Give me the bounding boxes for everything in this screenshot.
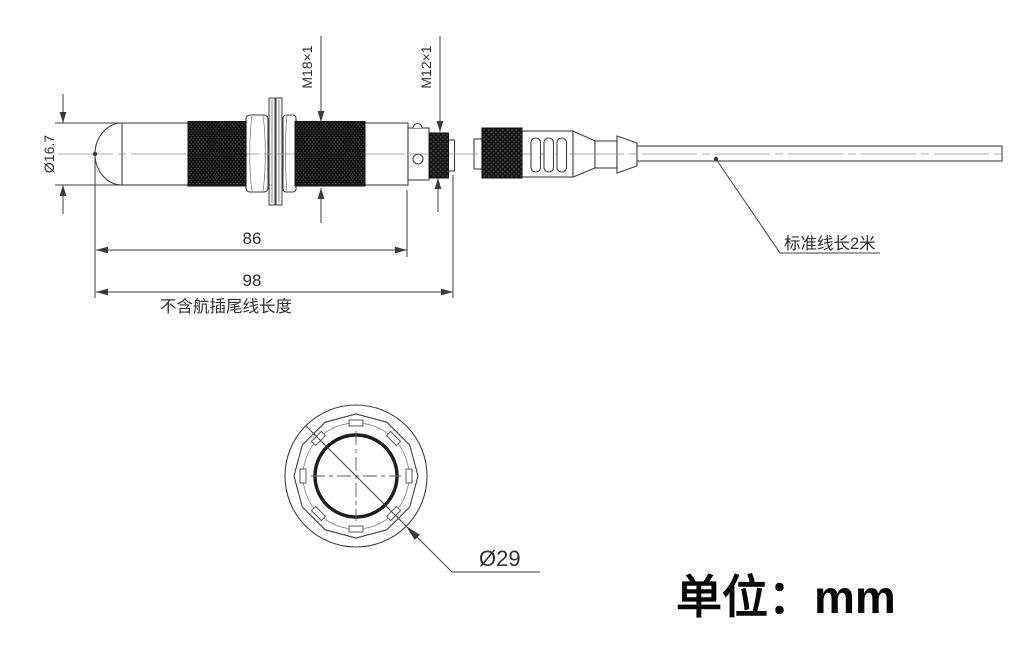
end-view: Ø29 bbox=[284, 404, 540, 573]
notch bbox=[385, 430, 402, 447]
arrowhead bbox=[441, 288, 453, 296]
body-length-value: 86 bbox=[243, 229, 262, 248]
plug-slot bbox=[556, 137, 568, 173]
leader-line bbox=[405, 525, 540, 573]
notch bbox=[299, 468, 307, 484]
hex-nut-front bbox=[245, 114, 269, 193]
arrowhead bbox=[436, 121, 444, 132]
arrowhead bbox=[317, 188, 325, 199]
total-length-value: 98 bbox=[243, 271, 262, 290]
plug-coupling-nut bbox=[481, 127, 523, 179]
plug-strain-relief bbox=[616, 135, 638, 174]
arrowhead bbox=[434, 178, 442, 189]
dim-thread-m18: M18×1 bbox=[299, 36, 325, 223]
dim-tip-diameter: Ø16.7 bbox=[41, 94, 121, 214]
dim-diameter-29: Ø29 bbox=[305, 425, 540, 573]
leader-dot bbox=[92, 151, 98, 157]
tip-diameter-label: Ø16.7 bbox=[41, 135, 57, 173]
cable-leader: 标准线长2米 bbox=[713, 156, 880, 254]
length-note: 不含航插尾线长度 bbox=[160, 297, 292, 316]
side-view bbox=[58, 97, 1003, 206]
coupling-nut-polygon bbox=[293, 413, 419, 539]
notch bbox=[310, 505, 327, 522]
plug-neck bbox=[594, 140, 618, 169]
led-indicator bbox=[412, 153, 424, 165]
plug-slot bbox=[530, 137, 542, 173]
thread-front-m18 bbox=[187, 121, 247, 187]
cable bbox=[636, 145, 1003, 162]
arrowhead bbox=[59, 112, 67, 123]
nut-chamfer-line bbox=[262, 115, 266, 192]
notch bbox=[348, 525, 364, 533]
m12-knurled-ring bbox=[429, 132, 449, 179]
outer-circle bbox=[284, 404, 428, 548]
leader-line bbox=[715, 158, 880, 254]
units-label: 单位：mm bbox=[676, 571, 896, 623]
plug-slot bbox=[543, 137, 555, 173]
dim-body-length: 86 bbox=[92, 151, 408, 298]
arrowhead bbox=[59, 185, 67, 196]
arrowhead bbox=[96, 288, 108, 296]
nut-chamfer-line bbox=[249, 115, 253, 192]
nut-chamfer-line bbox=[285, 115, 288, 192]
cable-note: 标准线长2米 bbox=[784, 234, 876, 253]
dim-thread-m12: M12×1 bbox=[418, 36, 444, 212]
diameter-line bbox=[305, 425, 407, 527]
notch bbox=[348, 419, 364, 427]
housing-notch bbox=[412, 122, 423, 129]
notch bbox=[405, 468, 413, 484]
arrowhead bbox=[395, 246, 407, 254]
thread-rear-m18 bbox=[294, 121, 366, 187]
arrowhead bbox=[317, 111, 325, 122]
arrowhead bbox=[96, 246, 108, 254]
dim-total-length: 98 不含航插尾线长度 bbox=[96, 175, 454, 316]
m18-thread-label: M18×1 bbox=[299, 45, 315, 88]
end-view-diameter-label: Ø29 bbox=[479, 546, 521, 571]
m12-thread-label: M12×1 bbox=[418, 45, 434, 88]
hex-nut-rear bbox=[282, 114, 297, 193]
